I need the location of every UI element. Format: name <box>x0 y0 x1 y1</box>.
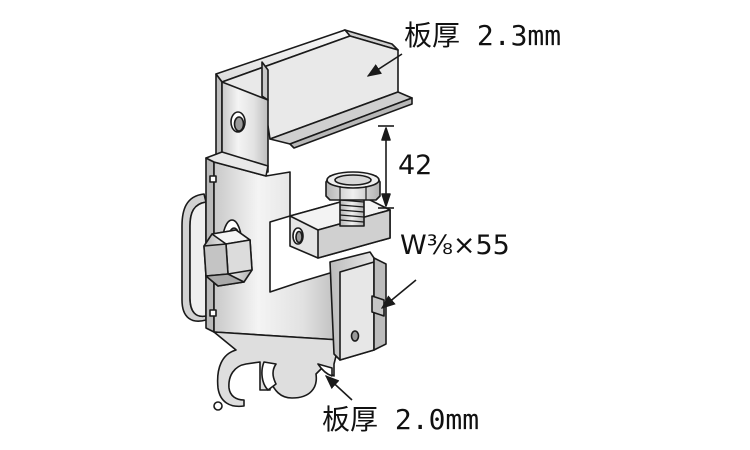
top-channel <box>215 29 413 173</box>
bottom-thickness-label: 板厚 2.0mm <box>322 403 480 436</box>
annotation-lines <box>324 53 417 401</box>
side-clip <box>181 193 207 322</box>
side-hex-bolt <box>203 229 253 287</box>
top-thickness-label: 板厚 2.3mm <box>404 19 562 52</box>
main-plate <box>205 151 341 411</box>
dimension-label: 42 <box>398 150 433 181</box>
clamp-bracket <box>289 195 391 361</box>
bolt-spec-label: W⅜×55 <box>400 230 510 261</box>
top-bolt <box>325 171 381 227</box>
